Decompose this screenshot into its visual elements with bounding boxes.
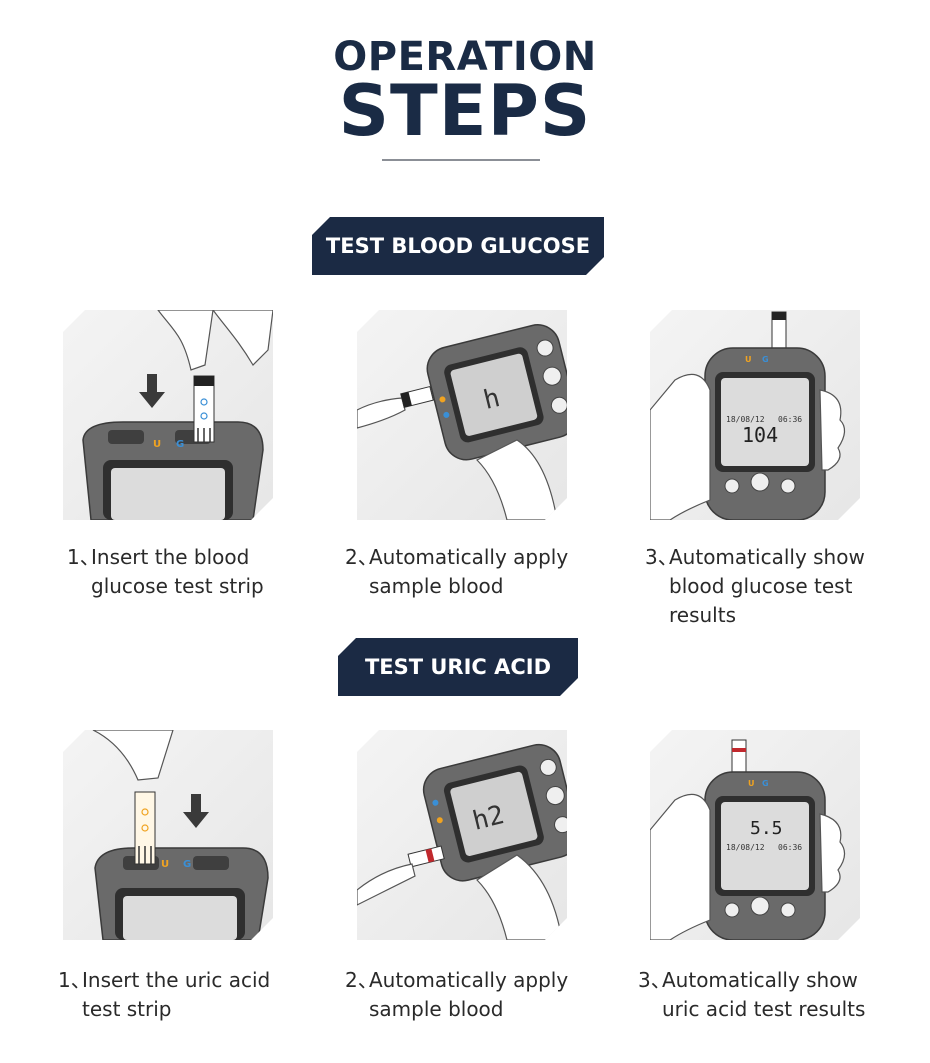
step-caption-2-uric: 2、Automatically apply sample blood [345, 966, 568, 1024]
result-glucose-port-label: G [762, 355, 769, 364]
step-text-line: Automatically show [662, 968, 858, 992]
step-number: 2、 [345, 968, 378, 992]
result-glucose-port-label: G [762, 779, 769, 788]
section-banner-uric-acid: TEST URIC ACID [338, 638, 578, 696]
uric-result-time: 06:36 [778, 843, 802, 852]
step-image-uric-result: U G 5.5 18/08/12 06:36 [650, 730, 860, 940]
step-image-glucose-result: U G 18/08/12 06:36 104 [650, 310, 860, 520]
step-text-line: sample blood [369, 997, 504, 1021]
step-text-line: Automatically show [669, 545, 865, 569]
step-image-insert-glucose-strip: U G [63, 310, 273, 520]
apply-display-text: h2 [470, 800, 508, 837]
step-text-line: Insert the uric acid [82, 968, 271, 992]
glucose-port-label: G [183, 859, 191, 870]
step-caption-2-glucose: 2、Automatically apply sample blood [345, 543, 568, 601]
step-caption-3-glucose: 3、Automatically show blood glucose test … [645, 543, 865, 630]
step-caption-1-glucose: 1、Insert the blood glucose test strip [67, 543, 264, 601]
result-uric-port-label: U [745, 355, 752, 364]
uric-port-label: U [153, 439, 161, 450]
step-text-line: glucose test strip [91, 574, 264, 598]
step-text-line: Automatically apply [369, 545, 569, 569]
apply-display-text: h [481, 383, 503, 416]
result-uric-port-label: U [748, 779, 755, 788]
step-image-apply-glucose-blood: h [357, 310, 567, 520]
step-text-line: Insert the blood [91, 545, 250, 569]
glucose-result-date: 18/08/12 [726, 415, 765, 424]
step-text-line: blood glucose test [669, 574, 853, 598]
step-text-line: uric acid test results [662, 997, 866, 1021]
step-number: 1、 [67, 545, 100, 569]
title-divider [382, 159, 540, 161]
step-number: 1、 [58, 968, 91, 992]
step-image-insert-uric-strip: U G [63, 730, 273, 940]
step-number: 3、 [638, 968, 671, 992]
uric-port-label: U [161, 859, 169, 870]
glucose-result-value: 104 [742, 423, 778, 447]
page-title-line2: STEPS [338, 70, 592, 152]
step-text-line: sample blood [369, 574, 504, 598]
section-banner-blood-glucose: TEST BLOOD GLUCOSE [312, 217, 604, 275]
page-title-line1: OPERATION [333, 34, 597, 80]
step-text-line: Automatically apply [369, 968, 569, 992]
step-number: 2、 [345, 545, 378, 569]
step-image-apply-uric-blood: h2 [357, 730, 567, 940]
uric-result-date: 18/08/12 [726, 843, 765, 852]
uric-result-value: 5.5 [750, 818, 783, 839]
step-caption-1-uric: 1、Insert the uric acid test strip [58, 966, 270, 1024]
glucose-port-label: G [176, 439, 184, 450]
step-number: 3、 [645, 545, 678, 569]
step-text-line: test strip [82, 997, 172, 1021]
glucose-result-time: 06:36 [778, 415, 802, 424]
step-caption-3-uric: 3、Automatically show uric acid test resu… [638, 966, 865, 1024]
step-text-line: results [669, 603, 737, 627]
